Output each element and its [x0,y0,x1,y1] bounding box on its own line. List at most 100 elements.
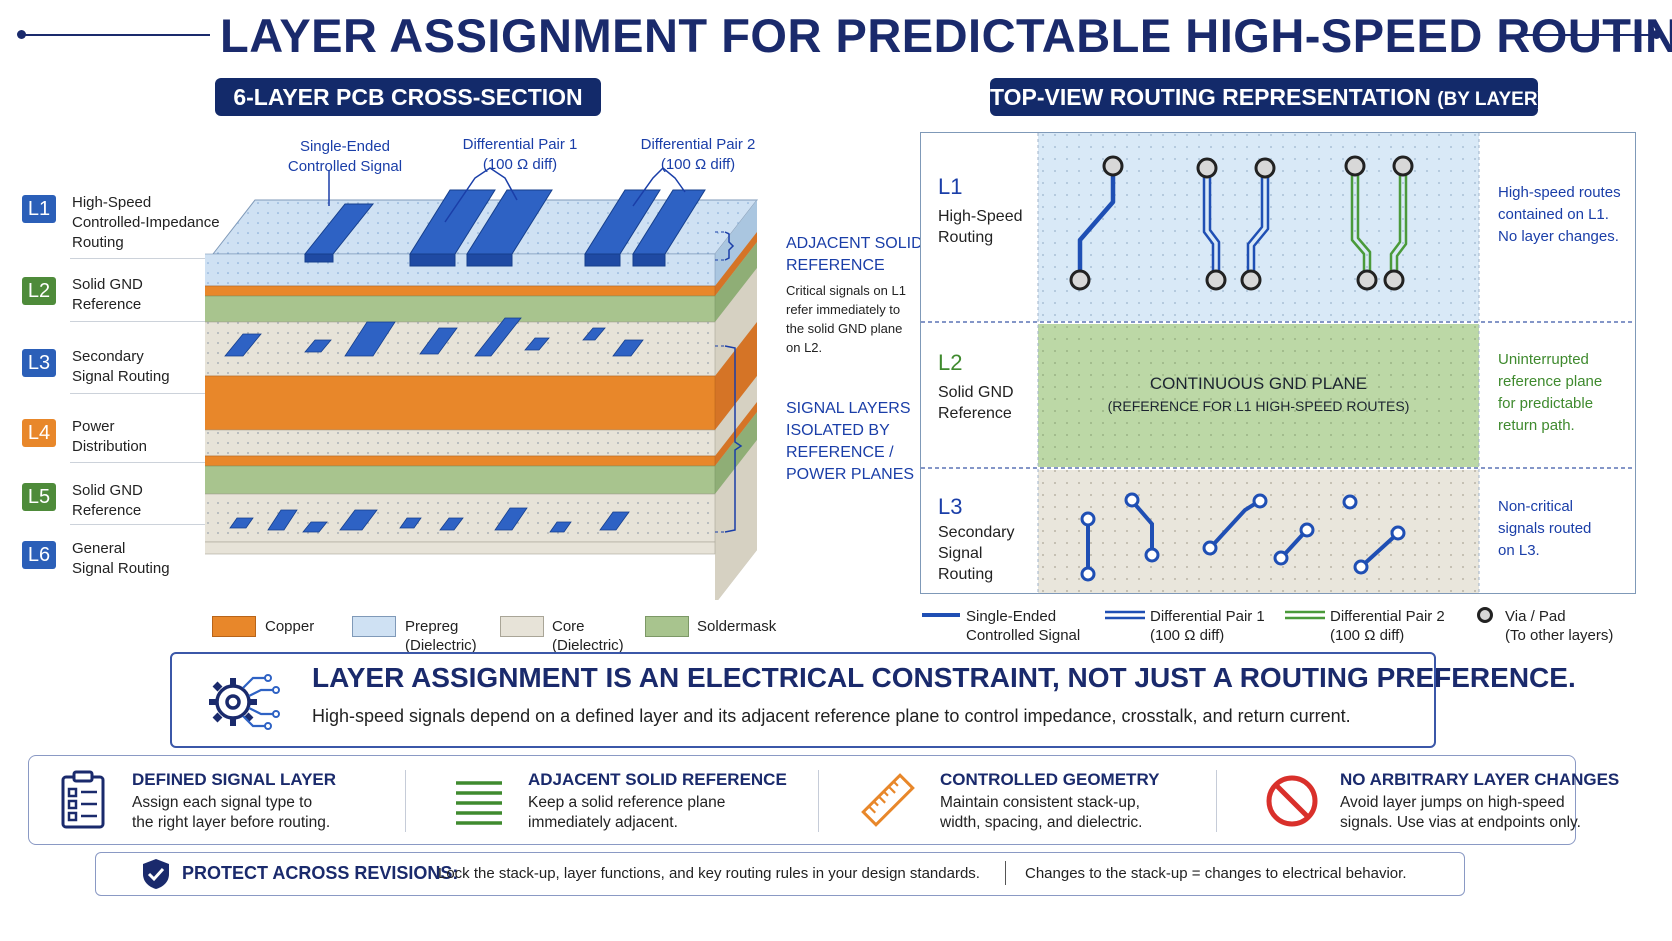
route-diff2-a2 [1356,164,1372,281]
tv-note-l1: High-speed routes contained on L1. No la… [1498,182,1621,248]
front-bands [205,253,716,555]
route-l3 [1361,533,1398,567]
route-diff1-b [1246,165,1264,281]
right-brackets [724,231,743,533]
footer-text: Lock the stack-up, layer functions, and … [438,865,980,882]
tv-row-l1-name1: High-Speed [938,208,1023,225]
tv-row-l3-name2: Signal [938,545,983,562]
band-copper-l2 [205,285,716,297]
tv-row-l3-name3: Routing [938,566,994,583]
adjacent-note-line4: on L2. [786,340,823,355]
trace-single-ended-front [304,253,334,263]
tv-row-l1-code: L1 [938,174,963,199]
trace-l3 [612,339,644,357]
side-band-core [715,440,757,600]
tv-note-l3: Non-critical signals routed on L3. [1498,496,1591,562]
tv-legend-diff-pair-1: Differential Pair 1 (100 Ω diff) [1150,607,1265,645]
via-pad [1240,269,1262,291]
layer-separator [70,321,235,322]
title-rule-dot-left [17,30,26,39]
trace-l6 [339,509,378,531]
tv-note-l3-line1: Non-critical [1498,498,1574,515]
l3-pad [1252,493,1268,509]
gnd-plane-sub: (REFERENCE FOR L1 HIGH-SPEED ROUTES) [1107,398,1410,414]
legend-swatch-copper [212,616,256,637]
legend-prepreg: Prepreg (Dielectric) [405,617,477,655]
banner-subtext: High-speed signals depend on a defined l… [312,706,1351,726]
tv-row-l3-code: L3 [938,494,963,519]
trace-diff2-b-front [632,253,666,267]
legend-prepreg-label: Prepreg [405,618,459,635]
callout-adjacent-solid-reference: ADJACENT SOLID REFERENCE [786,233,923,277]
tv-note-l1-line1: High-speed routes [1498,184,1621,201]
side-band-soldermask [715,242,757,322]
trace-l3 [524,337,550,351]
board-side-bands [715,200,757,600]
band-bottom [205,541,716,555]
callout-single-ended: Single-Ended Controlled Signal [280,137,410,177]
callout-diff-pair-1-line1: Differential Pair 1 [462,136,578,153]
layer-desc-l2: Solid GND Reference [72,275,143,315]
trace-l6 [549,521,572,533]
adjacent-note-line3: the solid GND plane [786,321,903,336]
card-title-adjacent-solid-reference: ADJACENT SOLID REFERENCE [528,770,787,789]
route-diff1-a [1202,165,1215,281]
via-pad [1383,269,1405,291]
gnd-plane-title: CONTINUOUS GND PLANE [1149,374,1368,393]
tv-note-l3-line2: signals routed [1498,520,1592,537]
tv-legend-via-line2: (To other layers) [1505,627,1614,644]
leader-diff-pair-1 [444,167,518,223]
trace-l6 [494,507,528,531]
footer-panel [95,852,1465,896]
legend-core-sub: (Dielectric) [552,637,624,654]
layer-desc-l2-line1: Solid GND [72,276,143,293]
card-separator [405,770,406,832]
layer-desc-l4: Power Distribution [72,417,147,457]
footer-strong: PROTECT ACROSS REVISIONS: [182,863,459,883]
bracket-isolated-layers [724,345,743,533]
side-band-core [715,268,757,376]
layer-desc-l5-line2: Reference [72,502,142,519]
trace-l3 [304,339,332,353]
via-pad [1344,155,1366,177]
top-view-heading-main: TOP-VIEW ROUTING REPRESENTATION [990,84,1431,110]
gear-hub [225,694,241,710]
via-pad [1205,269,1227,291]
legend-copper: Copper [265,617,314,636]
layer-label-l6: L6 General Signal Routing [22,539,222,579]
card-title-defined-signal-layer: DEFINED SIGNAL LAYER [132,770,337,789]
l3-pad [1124,492,1140,508]
legend-swatch-soldermask [645,616,689,637]
gear-body [215,684,251,720]
bracket-adjacent-reference [724,231,735,261]
l3-pad [1080,511,1096,527]
layer-badge-l1: L1 [22,195,56,223]
legend-swatch-core [500,616,544,637]
card1-line1: Assign each signal type to [132,794,313,811]
card3-line2: width, spacing, and dielectric. [940,814,1143,831]
tv-legend-single-ended-line1: Single-Ended [966,608,1057,625]
key-message-banner [170,652,1436,748]
band-core-l3-texture [205,322,715,376]
tv-row-l2-code: L2 [938,350,963,375]
callout-single-ended-line1: Single-Ended [299,138,391,155]
trace-l3 [344,321,396,357]
tv-row-l3-name1: Secondary [938,524,1015,541]
adjacent-note-line2: refer immediately to [786,302,901,317]
callout-diff-pair-2: Differential Pair 2 (100 Ω diff) [633,135,763,175]
tv-legend-single-ended-line2: Controlled Signal [966,627,1081,644]
layer-desc-l6-line1: General [72,540,126,557]
route-diff1-a2 [1208,165,1221,281]
tv-row-l3-label: L3 Secondary Signal Routing [938,494,1015,585]
layer-desc-l4-line2: Distribution [72,438,148,455]
tv-legend-diff2-line2: (100 Ω diff) [1330,627,1405,644]
layer-separator [70,258,235,259]
layer-label-l1: L1 High-Speed Controlled-Impedance Routi… [22,193,222,253]
layer-desc-l5-line1: Solid GND [72,482,143,499]
layer-desc-l3-line2: Signal Routing [72,368,170,385]
layer-desc-l6: General Signal Routing [72,539,170,579]
callout-adjacent-line2: REFERENCE [786,257,885,274]
l3-pads [1080,492,1406,582]
title-rule-left [20,34,210,36]
tv-note-l2-line2: reference plane [1498,373,1603,390]
